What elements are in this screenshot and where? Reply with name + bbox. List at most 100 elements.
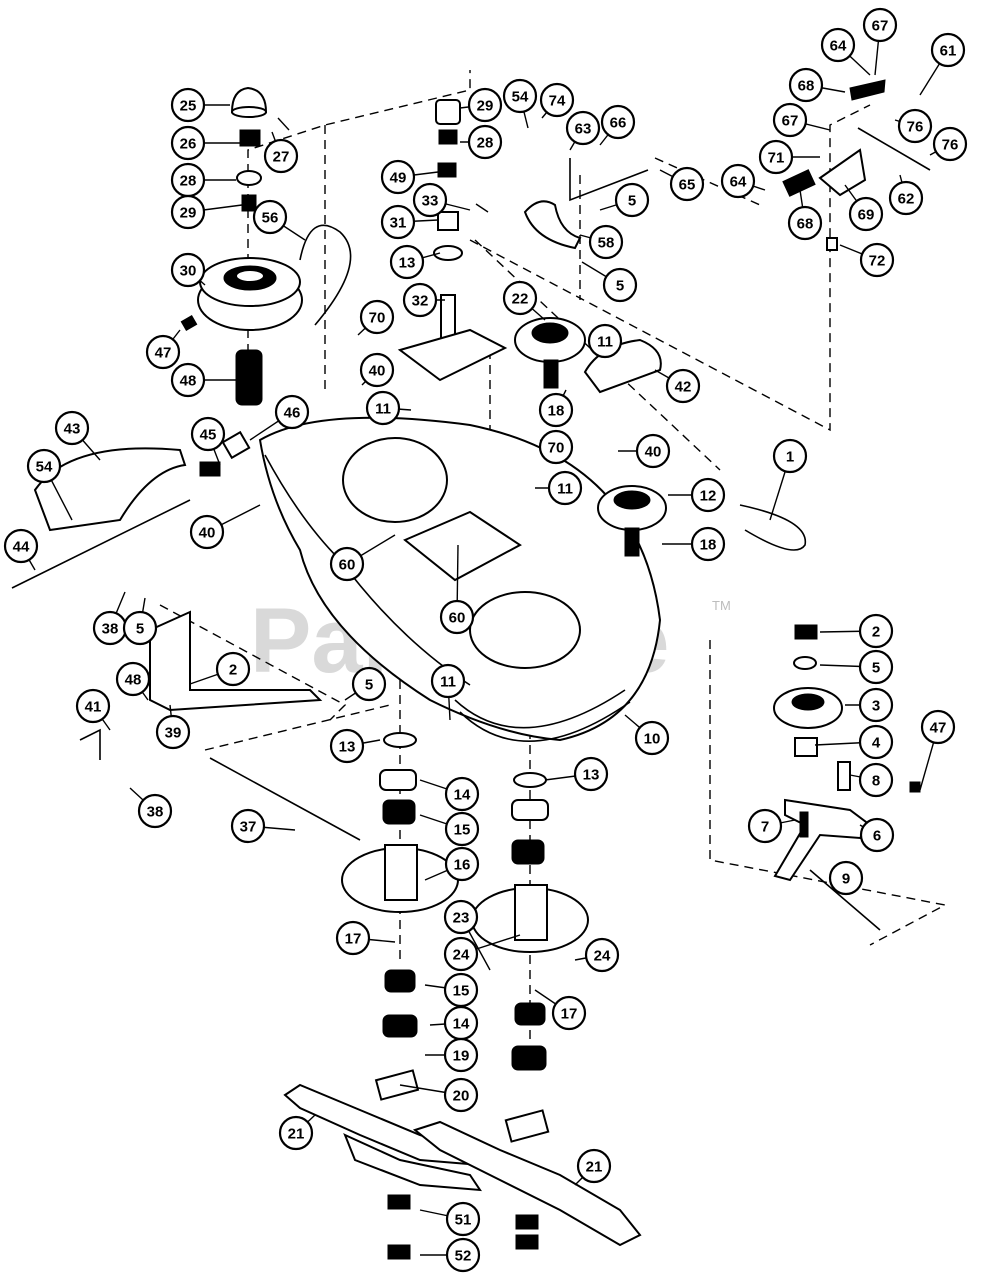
- callout-layer: 2526272829304748562928493331133270401154…: [3, 7, 968, 1273]
- callout-label: 11: [597, 334, 613, 351]
- part-callout: 3: [858, 687, 894, 723]
- part-callout: 60: [329, 546, 365, 582]
- lift-arms: [79, 610, 361, 841]
- callout-circle: [359, 352, 395, 388]
- callout-circle: [190, 416, 226, 452]
- callout-circle: [54, 410, 90, 446]
- watermark-trademark: TM: [712, 598, 731, 613]
- part-callout: 31: [380, 204, 416, 240]
- callout-circle: [788, 67, 824, 103]
- callout-label: 21: [288, 1126, 305, 1143]
- part-callout: 11: [365, 390, 401, 426]
- callout-label: 1: [786, 449, 794, 466]
- callout-circle: [576, 1148, 612, 1184]
- callout-circle: [820, 27, 856, 63]
- callout-circle: [920, 709, 956, 745]
- callout-label: 69: [858, 207, 875, 224]
- callout-circle: [932, 126, 968, 162]
- callout-circle: [538, 429, 574, 465]
- part-callout: 5: [351, 666, 387, 702]
- callout-circle: [565, 110, 601, 146]
- part-callout: 41: [75, 688, 111, 724]
- callout-label: 5: [616, 278, 624, 295]
- part-callout: 71: [758, 139, 794, 175]
- callout-label: 24: [594, 948, 611, 965]
- blades: [283, 1083, 642, 1260]
- callout-label: 66: [610, 115, 627, 132]
- callout-label: 13: [399, 255, 416, 272]
- callout-label: 71: [768, 150, 785, 167]
- part-callout: 58: [588, 224, 624, 260]
- callout-label: 76: [907, 119, 924, 136]
- part-callout: 14: [444, 776, 480, 812]
- part-callout: 16: [444, 846, 480, 882]
- callout-label: 5: [136, 621, 144, 638]
- callout-circle: [444, 776, 480, 812]
- callout-circle: [444, 811, 480, 847]
- callout-label: 16: [454, 857, 471, 874]
- callout-label: 62: [898, 191, 915, 208]
- callout-circle: [539, 82, 575, 118]
- callout-circle: [635, 433, 671, 469]
- part-callout: 1: [772, 438, 808, 474]
- part-callout: 11: [547, 470, 583, 506]
- part-callout: 24: [584, 937, 620, 973]
- callout-circle: [858, 687, 894, 723]
- part-callout: 25: [170, 87, 206, 123]
- callout-circle: [848, 196, 884, 232]
- callout-label: 27: [273, 149, 290, 166]
- callout-circle: [758, 139, 794, 175]
- part-callout: 2: [858, 613, 894, 649]
- callout-circle: [828, 860, 864, 896]
- callout-label: 47: [155, 345, 172, 362]
- callout-circle: [75, 688, 111, 724]
- part-callout: 63: [565, 110, 601, 146]
- part-callout: 72: [859, 242, 895, 278]
- callout-label: 17: [345, 931, 362, 948]
- part-callout: 9: [828, 860, 864, 896]
- callout-circle: [720, 163, 756, 199]
- drive-pulley-assembly: [180, 86, 303, 406]
- pulley-12-and-belt-1: [597, 485, 807, 557]
- callout-label: 40: [645, 444, 662, 461]
- callout-circle: [747, 808, 783, 844]
- part-callout: 21: [576, 1148, 612, 1184]
- callout-circle: [862, 7, 898, 43]
- callout-label: 48: [180, 373, 197, 390]
- callout-circle: [690, 477, 726, 513]
- callout-label: 65: [679, 177, 696, 194]
- callout-circle: [3, 528, 39, 564]
- part-callout: 46: [274, 394, 310, 430]
- part-callout: 5: [614, 182, 650, 218]
- callout-label: 21: [586, 1159, 603, 1176]
- part-callout: 21: [278, 1115, 314, 1151]
- part-callout: 29: [170, 194, 206, 230]
- callout-label: 11: [557, 481, 573, 498]
- part-callout: 29: [467, 87, 503, 123]
- part-callout: 17: [335, 920, 371, 956]
- idler-shaft-assembly: [397, 99, 508, 382]
- part-callout: 76: [932, 126, 968, 162]
- callout-circle: [467, 124, 503, 160]
- callout-circle: [444, 846, 480, 882]
- callout-circle: [402, 282, 438, 318]
- part-callout: 39: [155, 714, 191, 750]
- part-callout: 18: [538, 392, 574, 428]
- callout-label: 24: [453, 947, 470, 964]
- part-callout: 38: [92, 610, 128, 646]
- callout-label: 8: [872, 773, 880, 790]
- callout-circle: [170, 362, 206, 398]
- callout-circle: [634, 720, 670, 756]
- callout-label: 28: [180, 173, 197, 190]
- callout-label: 13: [339, 739, 356, 756]
- part-callout: 52: [445, 1237, 481, 1273]
- callout-label: 18: [548, 403, 565, 420]
- callout-circle: [443, 1037, 479, 1073]
- callout-label: 20: [453, 1088, 470, 1105]
- callout-label: 64: [830, 38, 847, 55]
- callout-label: 25: [180, 98, 197, 115]
- callout-circle: [602, 267, 638, 303]
- callout-label: 30: [180, 263, 197, 280]
- callout-label: 2: [229, 662, 237, 679]
